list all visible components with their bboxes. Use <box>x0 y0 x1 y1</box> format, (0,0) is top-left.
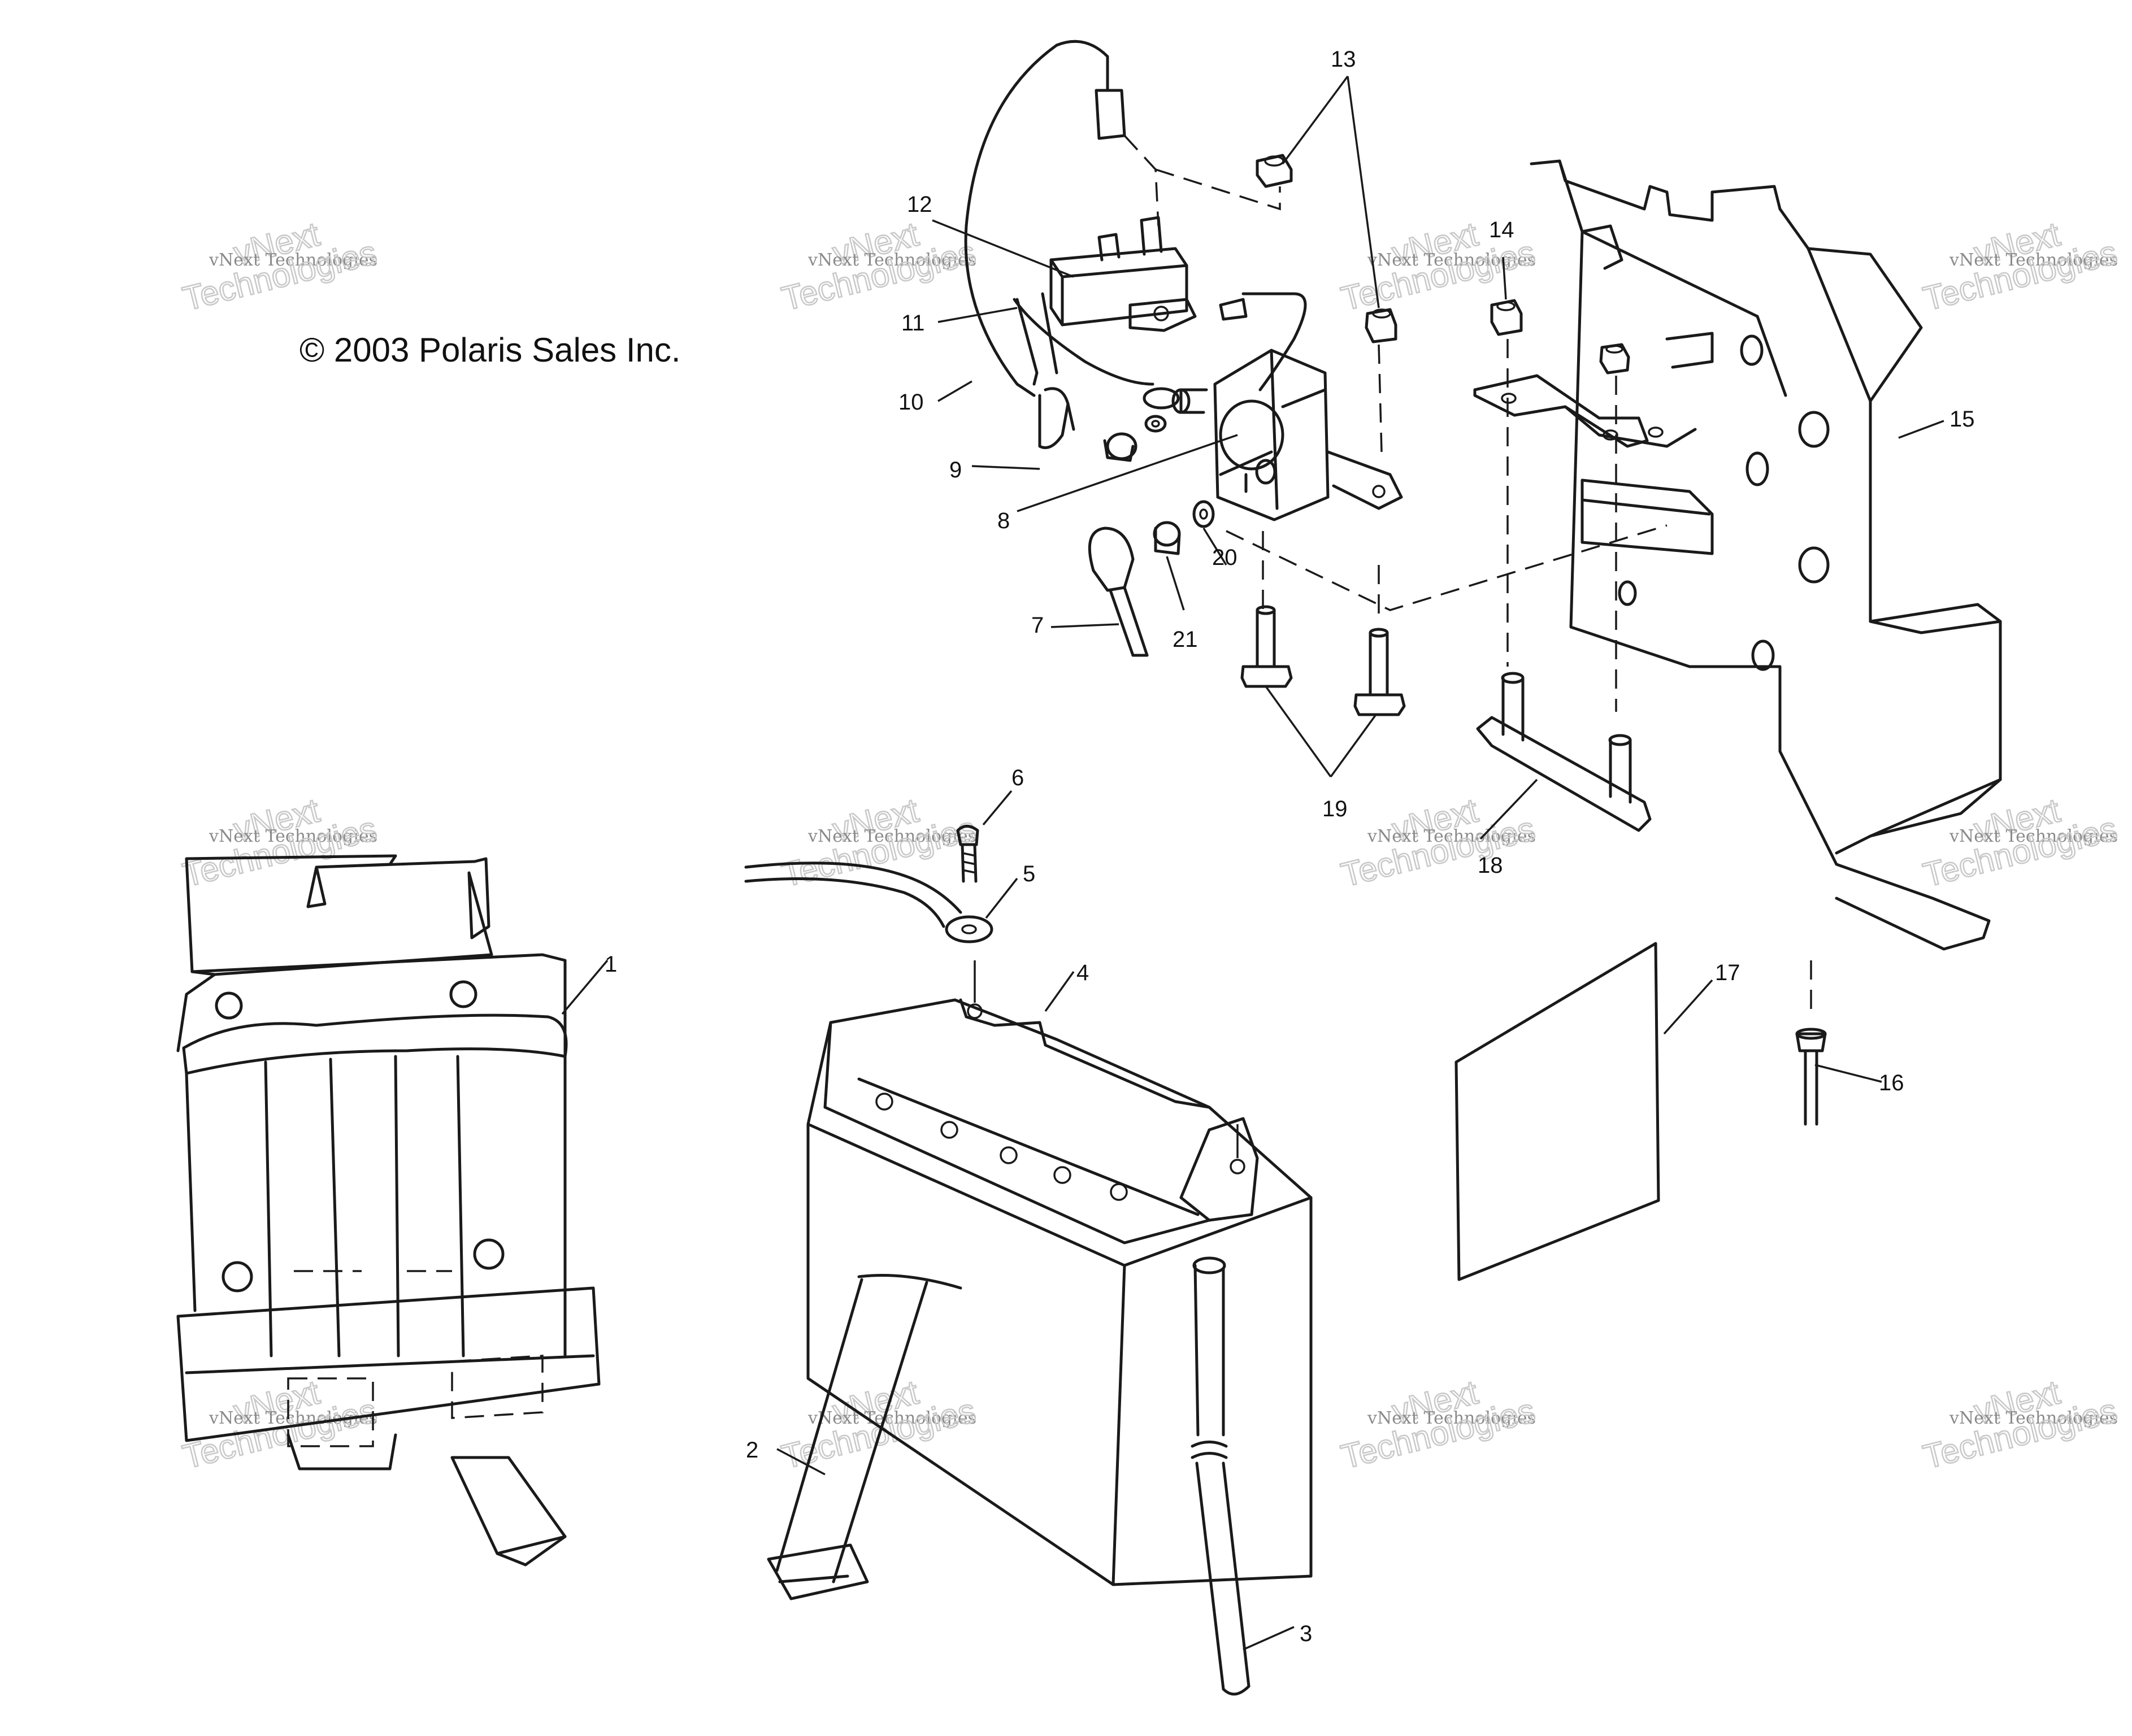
svg-text:vNext Technologies: vNext Technologies <box>209 826 377 846</box>
callout-9: 9 <box>949 458 962 482</box>
battery-cable-and-bolt <box>744 825 993 943</box>
vent-tube <box>1191 1256 1250 1696</box>
callout-7: 7 <box>1031 613 1044 638</box>
callout-8: 8 <box>997 508 1010 533</box>
watermark: vNext vNext Technologies Technologies <box>179 790 381 895</box>
battery-strap <box>767 1274 962 1600</box>
callout-18: 18 <box>1478 853 1503 878</box>
battery-box <box>176 854 601 1567</box>
warning-label <box>1454 942 1660 1281</box>
watermark: vNext vNext Technologies Technologies <box>179 1372 381 1477</box>
callout-13: 13 <box>1331 47 1356 72</box>
leader-lines <box>561 75 1944 1651</box>
callout-6: 6 <box>1011 765 1024 790</box>
svg-text:vNext Technologies: vNext Technologies <box>1367 250 1536 270</box>
callout-10: 10 <box>898 390 924 415</box>
callout-21: 21 <box>1173 627 1198 652</box>
callout-4: 4 <box>1076 960 1089 985</box>
svg-text:vNext Technologies: vNext Technologies <box>1949 250 2118 270</box>
callout-14: 14 <box>1489 217 1514 242</box>
svg-text:vNext Technologies: vNext Technologies <box>1949 1408 2118 1428</box>
svg-text:vNext Technologies: vNext Technologies <box>807 250 976 270</box>
svg-text:vNext Technologies: vNext Technologies <box>807 1408 976 1428</box>
callout-12: 12 <box>907 192 932 217</box>
watermark: vNext vNext Technologies Technologies <box>1337 790 1540 895</box>
callout-19: 19 <box>1322 797 1348 821</box>
callout-11: 11 <box>901 311 925 336</box>
callout-labels: 1 2 3 4 5 6 7 8 9 10 11 12 13 14 15 16 1… <box>605 47 1975 1646</box>
watermark: vNext vNext Technologies Technologies <box>179 214 381 319</box>
svg-text:vNext Technologies: vNext Technologies <box>1367 826 1536 846</box>
callout-20: 20 <box>1212 545 1237 570</box>
watermark: vNext vNext Technologies Technologies <box>778 214 980 319</box>
svg-text:vNext Technologies: vNext Technologies <box>1949 826 2118 846</box>
mounting-bracket <box>1473 159 2002 1126</box>
watermark: vNext vNext Technologies Technologies <box>1919 790 2122 895</box>
svg-text:vNext Technologies: vNext Technologies <box>1367 1408 1536 1428</box>
watermark: vNext vNext Technologies Technologies <box>1919 1372 2122 1477</box>
callout-2: 2 <box>746 1438 758 1463</box>
callout-5: 5 <box>1023 862 1035 886</box>
starter-cable <box>1088 527 1149 657</box>
callout-16: 16 <box>1879 1071 1904 1095</box>
svg-text:vNext Technologies: vNext Technologies <box>807 826 976 846</box>
solenoid-assembly <box>964 40 1668 716</box>
watermark: vNext vNext Technologies Technologies <box>1337 1372 1540 1477</box>
callout-1: 1 <box>605 952 617 977</box>
callout-17: 17 <box>1715 960 1740 985</box>
callout-3: 3 <box>1300 1621 1312 1646</box>
svg-text:vNext Technologies: vNext Technologies <box>209 250 377 270</box>
watermark: vNext vNext Technologies Technologies <box>1919 214 2122 319</box>
callout-15: 15 <box>1949 407 1975 432</box>
battery <box>806 960 1313 1586</box>
copyright-notice: © 2003 Polaris Sales Inc. <box>299 331 681 369</box>
